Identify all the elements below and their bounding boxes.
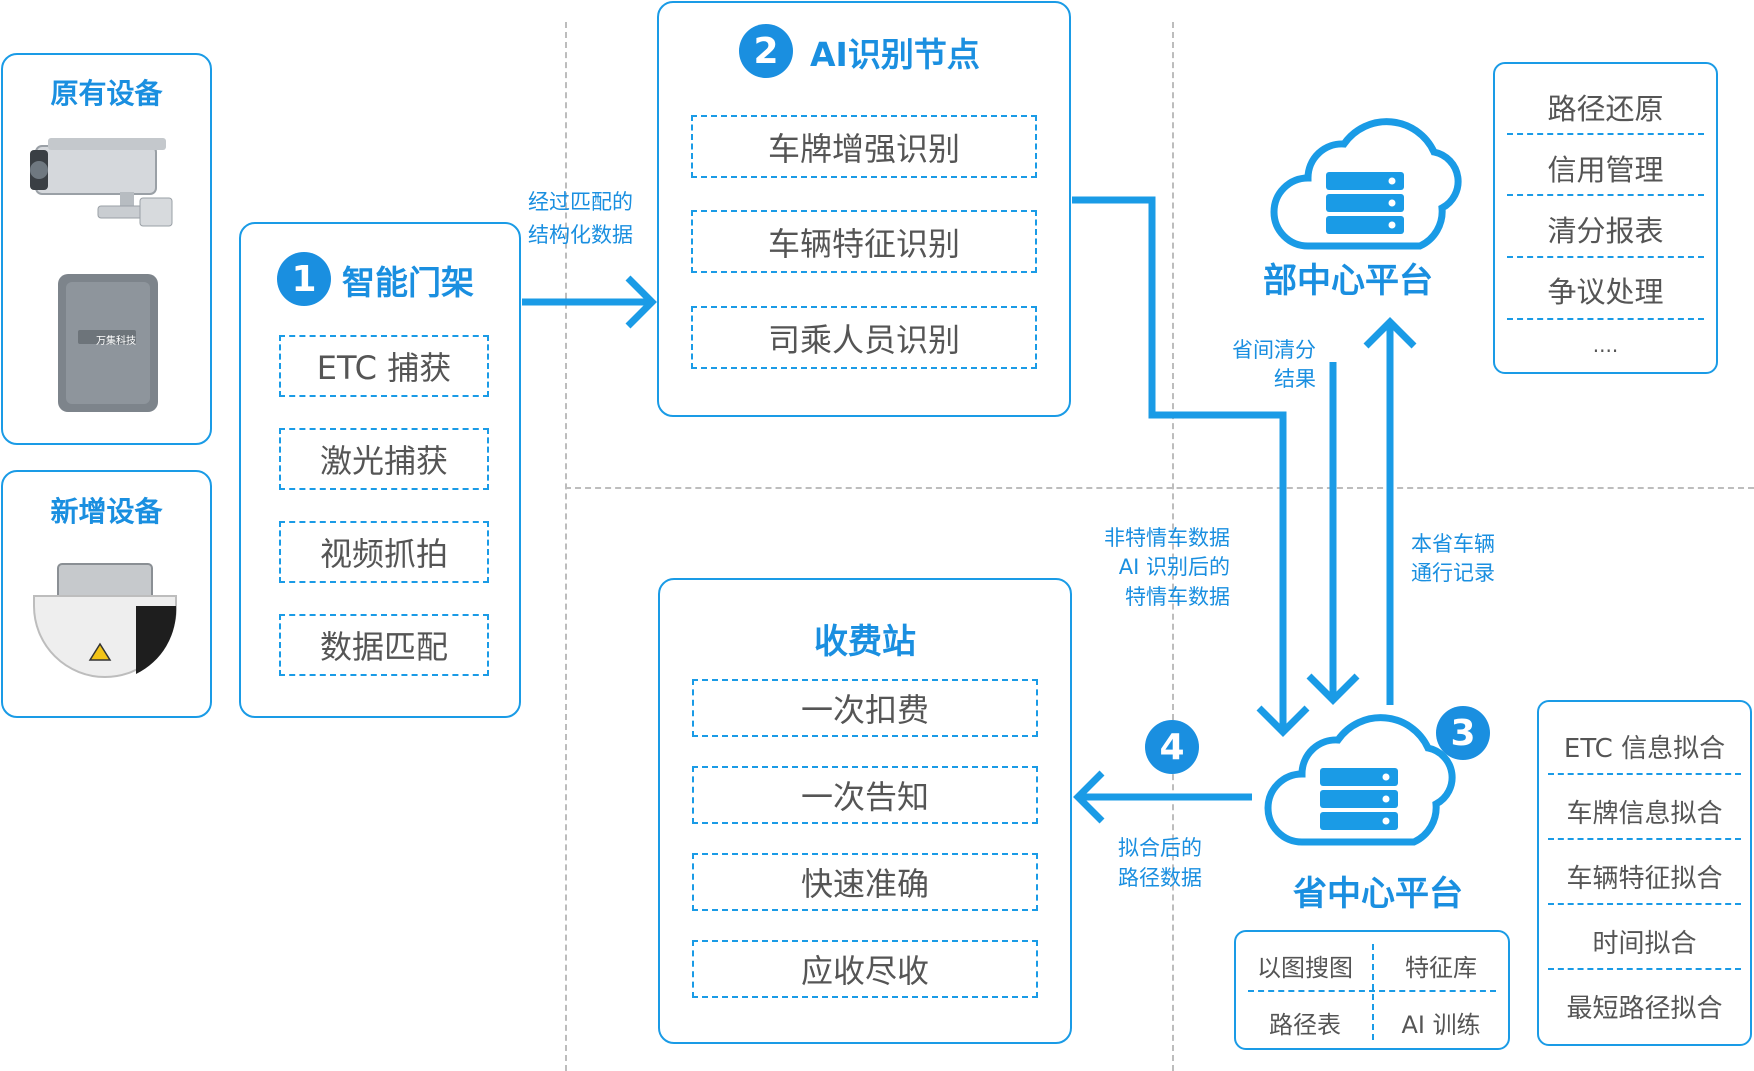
arrowhead-gantry-to-ai xyxy=(625,275,657,329)
ministry-platform-title: 部中心平台 xyxy=(1263,261,1433,301)
ministry-sep-2 xyxy=(1507,194,1704,196)
gantry-item-video: 视频抓拍 xyxy=(279,521,489,583)
rsu-device-icon xyxy=(58,274,158,412)
ministry-function-dispute: 争议处理 xyxy=(1547,275,1664,309)
ai-node-panel xyxy=(657,1,1071,417)
arrowhead-province-to-toll xyxy=(1073,770,1105,824)
toll-item-collect-all: 应收尽收 xyxy=(692,940,1038,998)
smart-gantry-title: 智能门架 xyxy=(342,263,474,302)
arrowhead-province-to-ministry xyxy=(1363,317,1417,349)
divider-vertical-left xyxy=(565,22,567,1071)
divider-vertical-right xyxy=(1172,22,1174,1071)
step-1-badge: 1 xyxy=(277,252,331,306)
camera-icon xyxy=(30,138,173,227)
fit-vehicle-feature: 车辆特征拟合 xyxy=(1566,864,1723,894)
province-tool-ai-training: AI 训练 xyxy=(1401,1011,1481,1039)
label-special-2: AI 识别后的 xyxy=(1118,555,1230,579)
fit-shortest-path: 最短路径拟合 xyxy=(1566,994,1723,1024)
arrowhead-ai-to-province xyxy=(1256,705,1310,737)
divider-horizontal xyxy=(565,487,1754,489)
label-settlement-2: 结果 xyxy=(1274,367,1316,391)
label-structured-data-1: 经过匹配的 xyxy=(528,190,633,214)
label-records-1: 本省车辆 xyxy=(1411,532,1495,556)
ministry-sep-1 xyxy=(1507,133,1704,135)
label-route-2: 路径数据 xyxy=(1118,866,1202,890)
ministry-sep-4 xyxy=(1507,318,1704,320)
existing-devices-title: 原有设备 xyxy=(50,77,163,110)
step-2-badge: 2 xyxy=(739,24,793,78)
gantry-item-laser: 激光捕获 xyxy=(279,428,489,490)
fit-time: 时间拟合 xyxy=(1592,929,1697,959)
step-4-badge: 4 xyxy=(1145,720,1199,774)
province-tool-feature-db: 特征库 xyxy=(1405,954,1477,982)
province-platform-title: 省中心平台 xyxy=(1293,874,1463,914)
ai-item-plate: 车牌增强识别 xyxy=(691,115,1037,178)
fit-sep-1 xyxy=(1548,773,1741,775)
fit-plate: 车牌信息拟合 xyxy=(1566,799,1723,829)
ministry-cloud-server-icon xyxy=(1270,118,1462,250)
ministry-functions-panel xyxy=(1493,62,1718,374)
label-special-3: 特情车数据 xyxy=(1125,585,1230,609)
gantry-item-etc: ETC 捕获 xyxy=(279,335,489,397)
new-devices-title: 新增设备 xyxy=(50,495,163,528)
toll-station-panel xyxy=(658,578,1072,1044)
ai-node-title: AI识别节点 xyxy=(810,35,980,74)
label-structured-data-2: 结构化数据 xyxy=(528,223,633,247)
fit-etc: ETC 信息拟合 xyxy=(1563,734,1726,764)
province-tool-route-table: 路径表 xyxy=(1269,1011,1341,1039)
ministry-function-more: .... xyxy=(1592,333,1619,357)
ai-item-passenger: 司乘人员识别 xyxy=(691,306,1037,369)
ministry-function-route: 路径还原 xyxy=(1547,92,1664,126)
gantry-item-match: 数据匹配 xyxy=(279,614,489,676)
toll-station-title: 收费站 xyxy=(814,622,916,662)
ministry-function-credit: 信用管理 xyxy=(1547,153,1664,187)
province-cloud-server-icon xyxy=(1264,714,1456,846)
device-logo: 万集科技 xyxy=(96,336,136,347)
laser-scanner-icon xyxy=(33,563,177,678)
fit-sep-2 xyxy=(1548,838,1741,840)
fit-sep-4 xyxy=(1548,968,1741,970)
toll-item-single-notice: 一次告知 xyxy=(692,766,1038,824)
arrow-ai-to-province xyxy=(1072,196,1287,732)
label-special-1: 非特情车数据 xyxy=(1104,526,1230,550)
province-fits-panel xyxy=(1537,700,1752,1046)
ministry-sep-3 xyxy=(1507,256,1704,258)
smart-gantry-panel xyxy=(239,222,521,718)
province-tools-vsep xyxy=(1372,944,1374,1040)
toll-item-single-charge: 一次扣费 xyxy=(692,679,1038,737)
ministry-function-report: 清分报表 xyxy=(1547,214,1664,248)
arrowhead-ministry-to-province xyxy=(1306,673,1360,705)
ai-item-vehicle: 车辆特征识别 xyxy=(691,210,1037,273)
toll-item-fast-accurate: 快速准确 xyxy=(692,853,1038,911)
province-tool-image-search: 以图搜图 xyxy=(1257,954,1353,982)
label-route-1: 拟合后的 xyxy=(1118,836,1202,860)
label-records-2: 通行记录 xyxy=(1411,561,1495,585)
fit-sep-3 xyxy=(1548,903,1741,905)
step-3-badge: 3 xyxy=(1436,706,1490,760)
label-settlement-1: 省间清分 xyxy=(1232,338,1316,362)
